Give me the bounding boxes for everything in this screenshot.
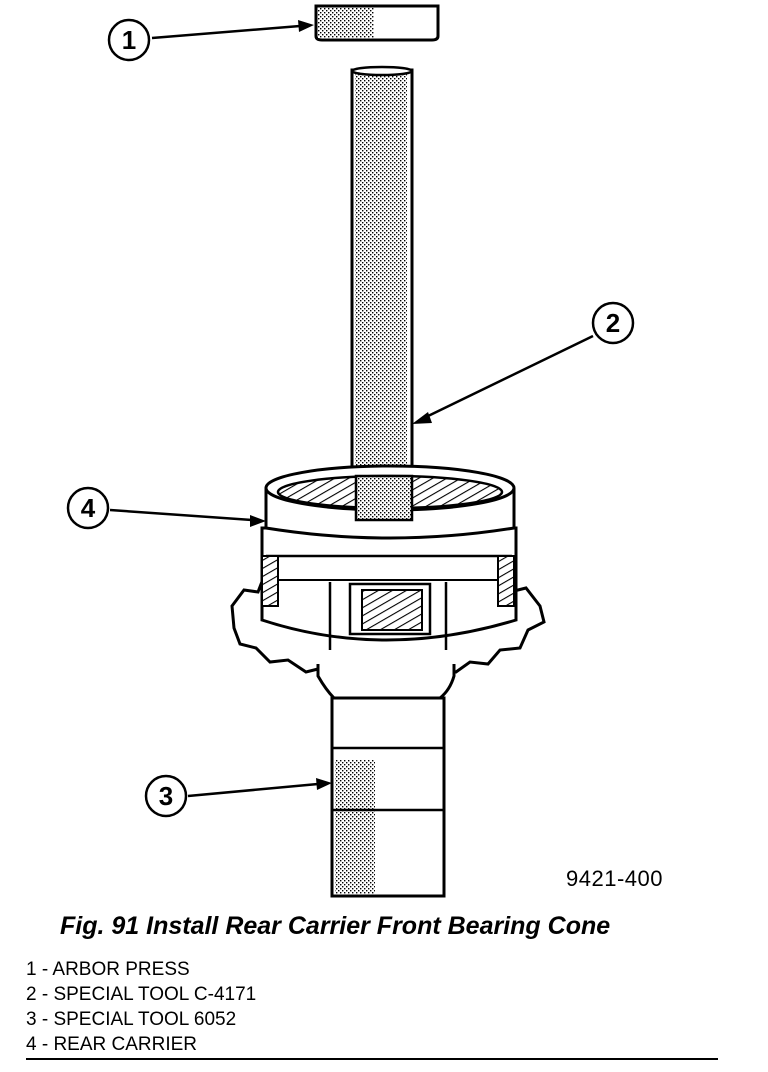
- legend-item: 3 - SPECIAL TOOL 6052: [26, 1009, 237, 1030]
- callout-2: 2: [412, 301, 635, 424]
- figure-caption: Fig. 91 Install Rear Carrier Front Beari…: [60, 912, 611, 940]
- callout-3: 3: [144, 774, 332, 818]
- rear-carrier: [230, 464, 546, 680]
- technical-illustration: 1 2 3 4: [66, 4, 635, 898]
- callout-1-number: 1: [122, 25, 136, 55]
- legend: 1 - ARBOR PRESS 2 - SPECIAL TOOL C-4171 …: [26, 957, 256, 1057]
- figure-code: 9421-400: [566, 866, 663, 891]
- special-tool-c4171-rod: [350, 65, 414, 522]
- legend-item: 1 - ARBOR PRESS: [26, 959, 190, 980]
- callout-4-number: 4: [81, 493, 96, 523]
- divider-rule: [26, 1058, 718, 1060]
- arbor-press-ram: [314, 4, 440, 42]
- special-tool-6052-base: [316, 664, 456, 898]
- legend-item: 4 - REAR CARRIER: [26, 1034, 198, 1055]
- callout-3-number: 3: [159, 781, 173, 811]
- callout-2-number: 2: [606, 308, 620, 338]
- callout-1: 1: [107, 18, 314, 62]
- callout-4: 4: [66, 486, 266, 530]
- legend-item: 2 - SPECIAL TOOL C-4171: [26, 984, 257, 1005]
